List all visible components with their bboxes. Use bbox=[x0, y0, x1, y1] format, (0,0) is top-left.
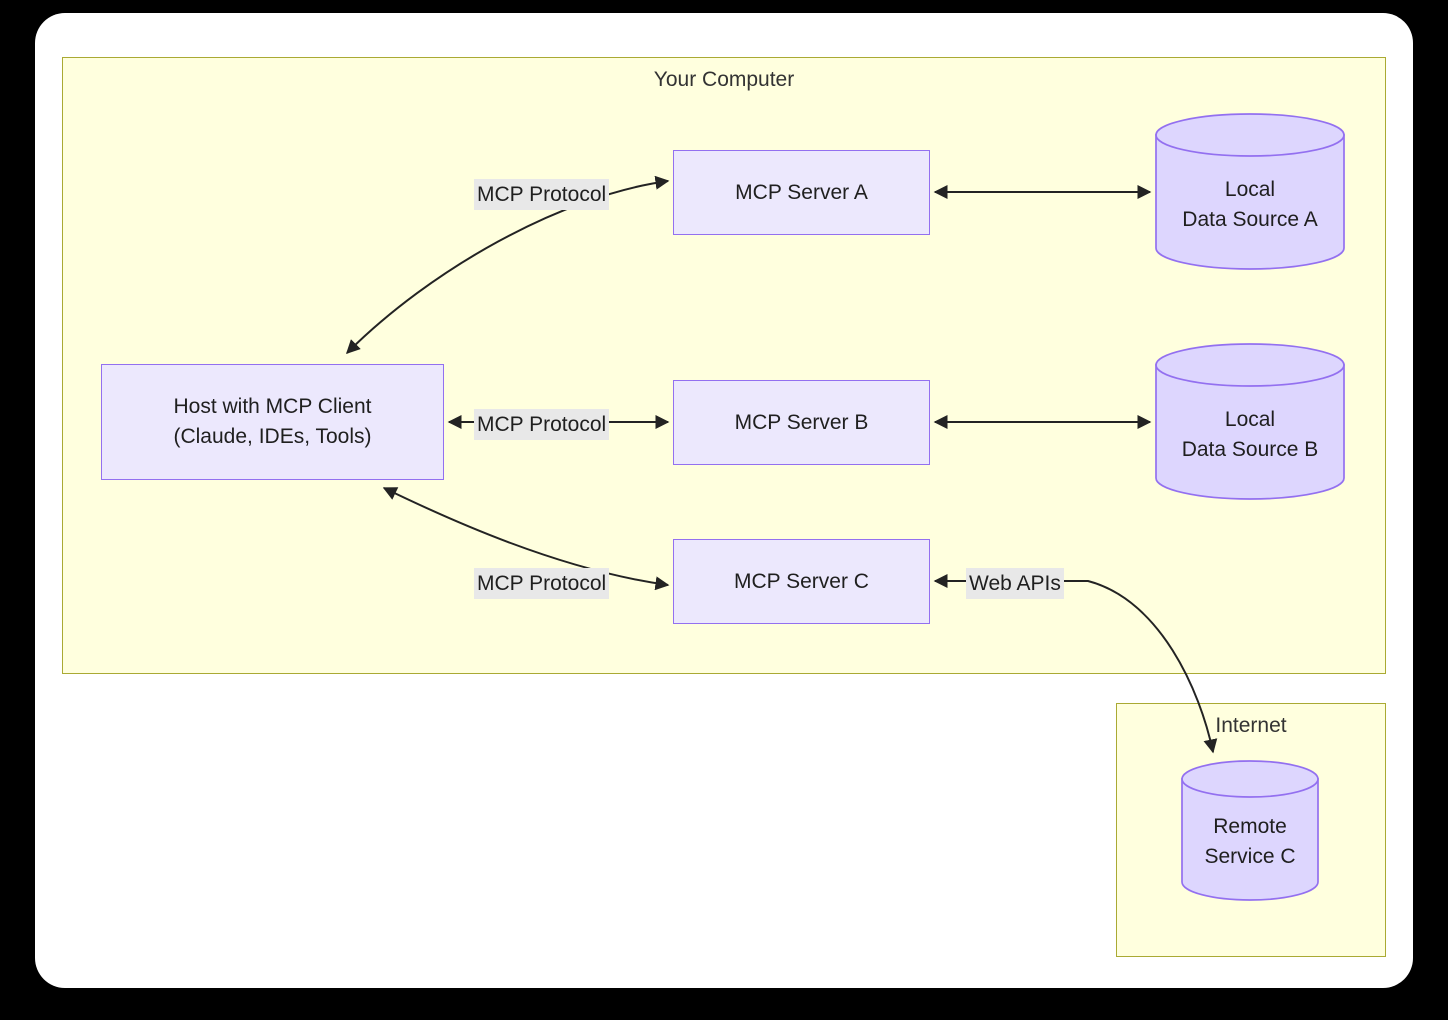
node-mcp-server-c-label: MCP Server C bbox=[734, 569, 869, 593]
edge-label-mcp-protocol-a: MCP Protocol bbox=[474, 179, 610, 211]
edge-label-mcp-protocol-c: MCP Protocol bbox=[474, 568, 610, 600]
node-mcp-server-c[interactable]: MCP Server C bbox=[673, 539, 930, 624]
node-mcp-server-a[interactable]: MCP Server A bbox=[673, 150, 930, 235]
cylinder-shape-icon bbox=[1155, 113, 1345, 270]
node-mcp-server-b[interactable]: MCP Server B bbox=[673, 380, 930, 465]
node-host-with-mcp-client[interactable]: Host with MCP Client (Claude, IDEs, Tool… bbox=[101, 364, 444, 480]
node-remote-service-c[interactable]: Remote Service C bbox=[1181, 760, 1319, 901]
edge-label-mcp-protocol-b: MCP Protocol bbox=[474, 409, 610, 441]
cluster-your-computer-title: Your Computer bbox=[653, 68, 795, 91]
node-mcp-server-a-label: MCP Server A bbox=[735, 180, 868, 204]
node-mcp-server-b-label: MCP Server B bbox=[734, 410, 869, 434]
node-host-line1: Host with MCP Client bbox=[173, 395, 372, 419]
node-local-data-source-b[interactable]: Local Data Source B bbox=[1155, 343, 1345, 500]
edge-label-web-apis: Web APIs bbox=[966, 568, 1064, 600]
node-local-data-source-a[interactable]: Local Data Source A bbox=[1155, 113, 1345, 270]
cylinder-shape-icon bbox=[1155, 343, 1345, 500]
cylinder-shape-icon bbox=[1181, 760, 1319, 901]
node-host-line2: (Claude, IDEs, Tools) bbox=[173, 425, 372, 448]
cluster-internet-title: Internet bbox=[1215, 714, 1287, 737]
